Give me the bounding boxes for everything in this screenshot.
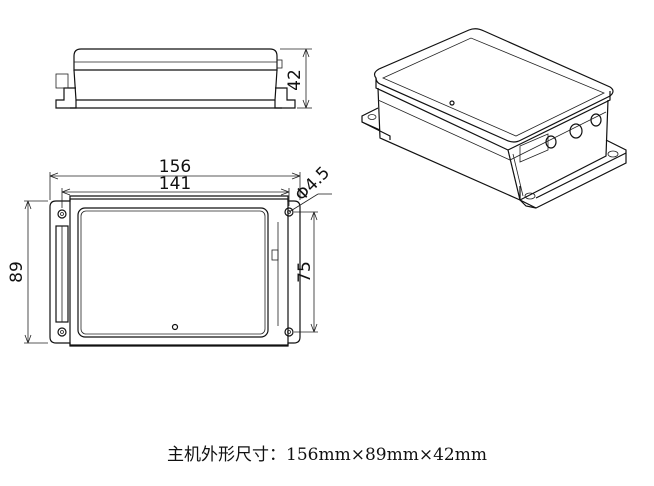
side-view bbox=[55, 48, 296, 109]
hole-spacing-label: 75 bbox=[295, 261, 315, 283]
dim-width-inner: 141 bbox=[61, 174, 290, 208]
caption: 主机外形尺寸：156mm×89mm×42mm bbox=[167, 445, 487, 465]
width-total-label: 156 bbox=[159, 157, 191, 177]
isometric-view bbox=[361, 28, 627, 209]
dim-height: 42 bbox=[280, 48, 312, 109]
width-inner-label: 141 bbox=[159, 174, 191, 194]
dim-depth: 89 bbox=[7, 200, 48, 344]
height-label: 42 bbox=[285, 69, 305, 91]
hole-diameter-label: Φ4.5 bbox=[291, 163, 334, 206]
dim-hole-spacing: 75 bbox=[294, 211, 318, 333]
depth-label: 89 bbox=[7, 261, 27, 283]
dim-hole-diameter: Φ4.5 bbox=[288, 163, 334, 213]
top-view bbox=[49, 195, 301, 347]
dim-width-total: 156 bbox=[49, 157, 301, 200]
